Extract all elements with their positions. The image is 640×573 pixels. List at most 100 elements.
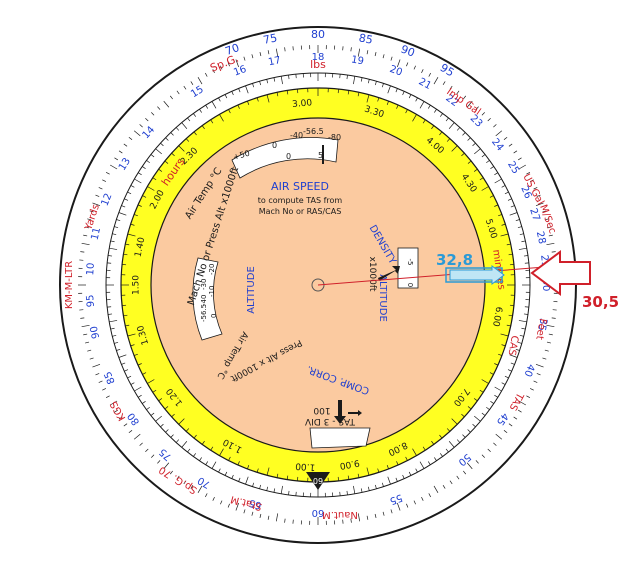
tick-mark bbox=[513, 416, 518, 420]
altitude-title: ALTITUDE bbox=[246, 266, 257, 314]
tick-mark bbox=[266, 94, 270, 103]
tick-mark bbox=[220, 500, 223, 505]
middle-scale-number: 60 bbox=[312, 507, 325, 518]
tick-mark bbox=[201, 440, 205, 445]
tick-mark bbox=[147, 186, 155, 191]
tick-mark bbox=[456, 475, 460, 480]
tick-mark bbox=[519, 334, 524, 337]
middle-scale-number: 17 bbox=[267, 55, 282, 68]
tick-mark bbox=[501, 185, 506, 188]
tick-mark bbox=[228, 456, 231, 461]
tick-mark bbox=[387, 85, 391, 94]
tick-mark bbox=[243, 56, 246, 61]
tas-small-arrow bbox=[348, 410, 362, 416]
tick-mark bbox=[259, 513, 262, 518]
middle-scale-number: 30 bbox=[540, 279, 551, 292]
tick-mark bbox=[237, 461, 240, 466]
tick-mark bbox=[493, 124, 497, 128]
tick-mark bbox=[139, 124, 143, 128]
tick-mark bbox=[114, 157, 119, 161]
tas-window bbox=[309, 427, 371, 449]
tick-mark bbox=[462, 132, 466, 136]
tick-mark bbox=[247, 465, 250, 470]
tick-mark bbox=[201, 125, 205, 130]
tick-mark bbox=[434, 457, 437, 461]
tick-mark bbox=[374, 513, 377, 518]
tick-mark bbox=[220, 65, 223, 70]
tick-mark bbox=[536, 373, 541, 376]
outer-scale-number: 75 bbox=[262, 31, 278, 46]
tick-mark bbox=[266, 486, 269, 491]
tick-mark bbox=[211, 461, 217, 469]
tick-mark bbox=[366, 94, 370, 103]
tick-mark bbox=[211, 101, 217, 109]
tick-mark bbox=[139, 442, 143, 446]
tick-mark bbox=[546, 341, 551, 344]
tick-mark bbox=[551, 317, 556, 319]
tick-mark bbox=[205, 461, 209, 465]
reading-line bbox=[317, 266, 546, 286]
tick-mark bbox=[158, 168, 163, 172]
tick-mark bbox=[508, 423, 513, 427]
tick-mark bbox=[546, 324, 555, 328]
tick-mark bbox=[408, 471, 412, 476]
tick-mark bbox=[442, 484, 446, 489]
tick-mark bbox=[501, 223, 506, 226]
yellow-ring-number: 1.00 bbox=[295, 460, 316, 471]
tick-mark bbox=[193, 434, 197, 439]
tick-mark bbox=[181, 441, 188, 448]
tick-mark bbox=[259, 52, 262, 57]
tick-mark bbox=[92, 202, 101, 206]
tick-mark bbox=[396, 104, 399, 109]
tick-mark bbox=[105, 395, 110, 398]
tick-mark bbox=[481, 412, 486, 416]
tick-mark bbox=[412, 448, 417, 456]
tick-mark bbox=[412, 114, 417, 122]
tick-mark bbox=[121, 362, 126, 365]
tick-mark bbox=[133, 433, 141, 440]
air-speed-title: AIR SPEED bbox=[271, 180, 329, 193]
yellow-ring-number: 3.00 bbox=[292, 98, 313, 110]
tick-mark bbox=[500, 233, 509, 237]
tick-mark bbox=[481, 454, 485, 458]
tick-mark bbox=[390, 56, 393, 61]
temp-top-small-five: 5 bbox=[318, 151, 323, 160]
tick-mark bbox=[116, 219, 121, 222]
tick-mark bbox=[475, 460, 479, 464]
tick-mark bbox=[231, 474, 234, 479]
tick-mark bbox=[439, 434, 443, 439]
tick-mark bbox=[439, 113, 443, 117]
label-km-m-ltr: KM-M-LTR bbox=[64, 261, 75, 309]
tick-mark bbox=[451, 145, 458, 152]
tick-mark bbox=[397, 59, 401, 68]
tick-mark bbox=[165, 429, 169, 433]
tick-mark bbox=[133, 214, 138, 217]
tick-mark bbox=[152, 389, 157, 393]
tick-mark bbox=[510, 205, 515, 208]
tick-mark bbox=[347, 90, 350, 95]
tick-mark bbox=[529, 388, 534, 391]
tick-mark bbox=[256, 97, 259, 102]
tick-mark bbox=[551, 251, 556, 253]
tick-mark bbox=[137, 363, 142, 366]
tick-mark bbox=[501, 382, 506, 385]
tick-mark bbox=[160, 423, 164, 428]
middle-scale-number: 10 bbox=[85, 262, 97, 275]
air-speed-subtitle-2: Mach No or RAS/CAS bbox=[259, 207, 342, 216]
tick-mark bbox=[112, 334, 117, 337]
tick-mark bbox=[102, 179, 107, 182]
tick-mark bbox=[397, 502, 401, 511]
tick-mark bbox=[199, 109, 202, 113]
tick-mark bbox=[475, 106, 479, 110]
tick-mark bbox=[235, 59, 239, 68]
tick-mark bbox=[165, 137, 169, 141]
tick-mark bbox=[494, 386, 502, 392]
tick-mark bbox=[218, 97, 221, 102]
outer-scale-number: 95 bbox=[438, 61, 457, 79]
tas-div-number: 100 bbox=[313, 405, 330, 415]
tick-mark bbox=[185, 428, 190, 432]
tick-mark bbox=[134, 178, 142, 184]
tick-mark bbox=[251, 511, 254, 516]
tick-mark bbox=[275, 48, 279, 57]
tick-mark bbox=[445, 448, 449, 453]
